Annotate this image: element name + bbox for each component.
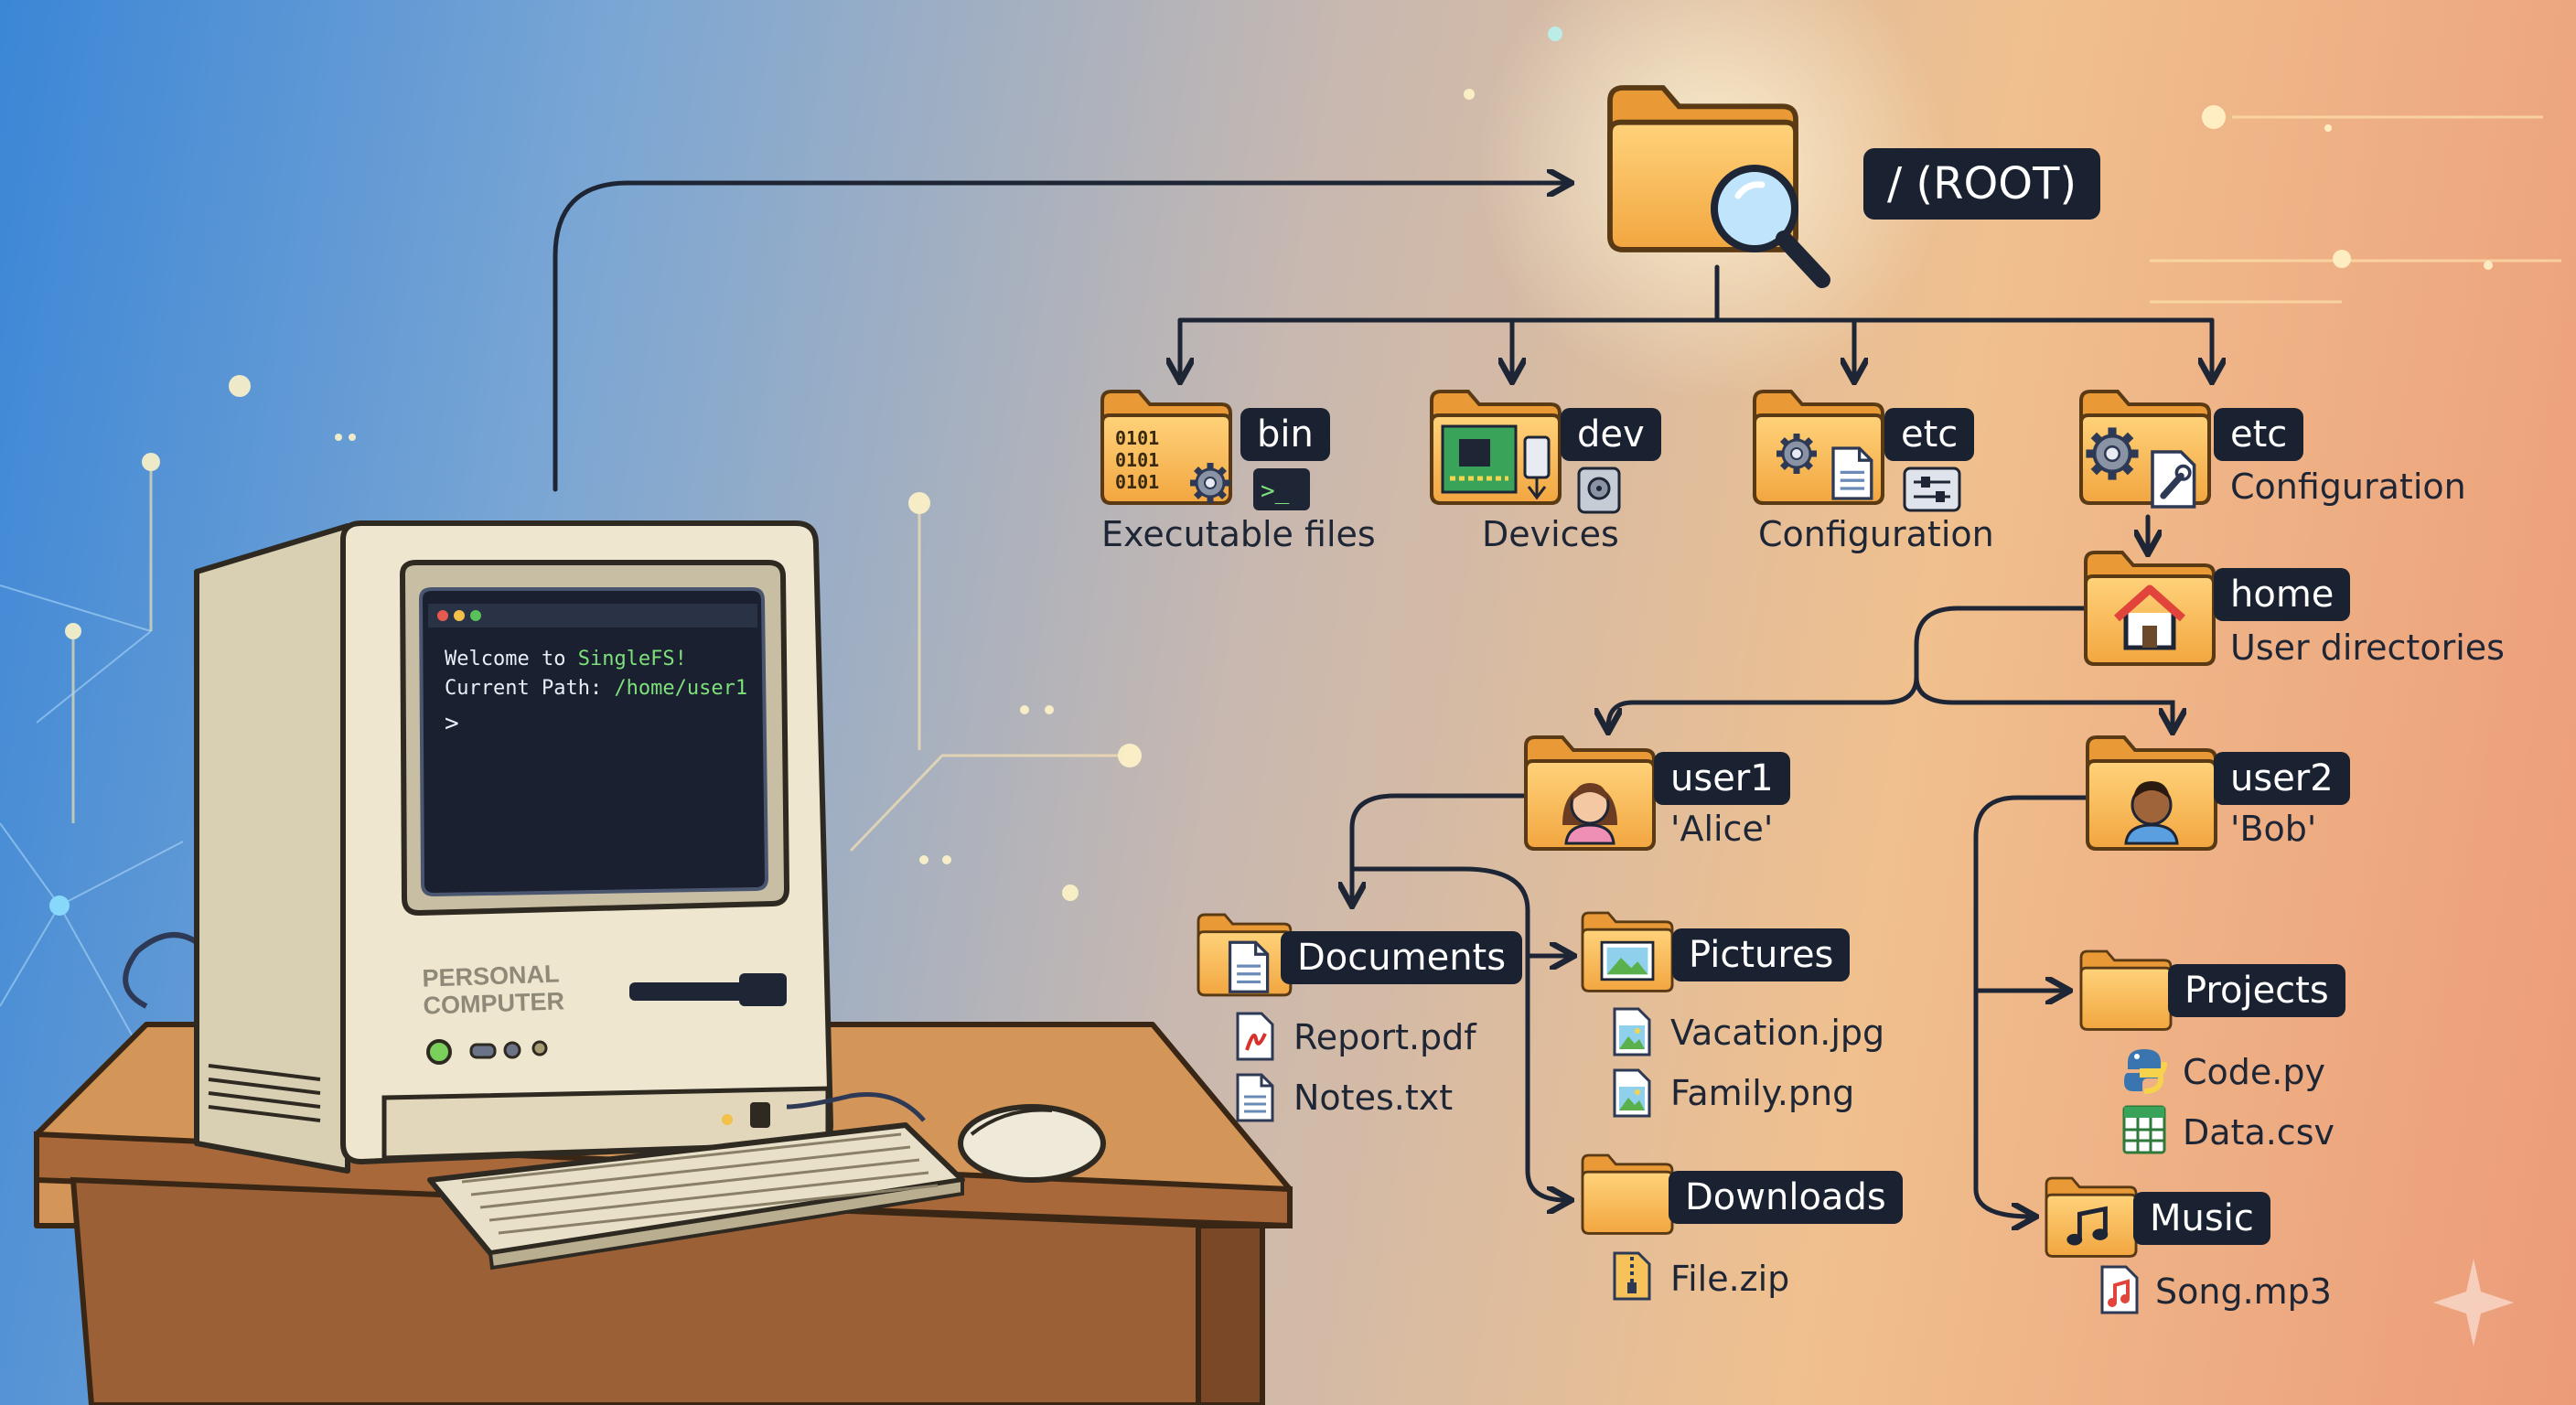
user2-label[interactable]: user2 (2214, 752, 2350, 805)
bin-folder-icon[interactable]: 0101 0101 0101 (1100, 390, 1230, 503)
pictures-folder-icon[interactable] (1581, 911, 1674, 992)
downloads-label[interactable]: Downloads (1669, 1171, 1903, 1224)
home-description: User directories (2230, 627, 2505, 668)
dev-label[interactable]: dev (1561, 408, 1661, 461)
documents-label[interactable]: Documents (1281, 931, 1523, 984)
etc-folder-icon[interactable] (2079, 390, 2211, 509)
file-zip-file[interactable]: File.zip (1670, 1259, 1790, 1299)
etc-label-2[interactable]: etc (2214, 408, 2304, 461)
home-folder-icon[interactable] (2084, 551, 2216, 666)
user1-description: 'Alice' (1670, 809, 1774, 849)
tree-connectors (553, 183, 2212, 1217)
bin-description: Executable files (1101, 514, 1376, 554)
hard-drive-icon (1577, 467, 1621, 514)
family-png-file[interactable]: Family.png (1670, 1073, 1855, 1113)
etc-folder-icon[interactable] (1753, 390, 1884, 505)
terminal-prompt[interactable]: > (445, 710, 459, 737)
zip-file-icon (1613, 1251, 1651, 1301)
etc-label[interactable]: etc (1884, 408, 1975, 461)
code-py-file[interactable]: Code.py (2183, 1052, 2325, 1092)
user2-folder-icon[interactable] (2086, 735, 2217, 851)
sparkle-icon (2433, 1259, 2514, 1346)
user1-folder-icon[interactable] (1524, 735, 1656, 851)
bin-label[interactable]: bin (1240, 408, 1330, 461)
etc-description: Configuration (1758, 514, 1994, 554)
mouse[interactable] (958, 1104, 1106, 1183)
data-csv-file[interactable]: Data.csv (2183, 1112, 2334, 1153)
terminal-screen[interactable] (418, 587, 769, 897)
projects-label[interactable]: Projects (2168, 964, 2345, 1017)
svg-text:>_: >_ (1261, 477, 1290, 505)
root-folder-icon[interactable] (1610, 88, 1830, 288)
computer-brand-label: PERSONAL COMPUTER (422, 960, 565, 1020)
mouse-cable (786, 1092, 926, 1122)
keyboard[interactable] (427, 1122, 965, 1271)
notes-txt-file[interactable]: Notes.txt (1293, 1078, 1454, 1118)
vacation-jpg-file[interactable]: Vacation.jpg (1670, 1013, 1885, 1053)
text-file-icon (1236, 1073, 1274, 1122)
pictures-label[interactable]: Pictures (1672, 928, 1851, 981)
svg-text:0101: 0101 (1115, 427, 1159, 449)
home-label[interactable]: home (2214, 568, 2351, 621)
svg-text:0101: 0101 (1115, 449, 1159, 471)
image-file-icon (1613, 1068, 1651, 1118)
terminal-icon: >_ (1253, 468, 1310, 510)
user2-description: 'Bob' (2230, 809, 2317, 849)
dev-folder-icon[interactable] (1430, 390, 1562, 505)
music-folder-icon[interactable] (2045, 1176, 2138, 1258)
documents-folder-icon[interactable] (1197, 913, 1293, 997)
terminal-welcome-line: Welcome to SingleFS! (445, 648, 687, 670)
projects-folder-icon[interactable] (2079, 949, 2173, 1031)
image-file-icon (1613, 1007, 1651, 1056)
song-mp3-file[interactable]: Song.mp3 (2155, 1271, 2332, 1312)
music-label[interactable]: Music (2133, 1192, 2270, 1245)
user1-label[interactable]: user1 (1654, 752, 1790, 805)
terminal-path-line: Current Path: /home/user1 (445, 677, 748, 700)
dev-description: Devices (1482, 514, 1619, 554)
etc-description-2: Configuration (2230, 467, 2466, 507)
spreadsheet-file-icon (2122, 1105, 2166, 1154)
report-pdf-file[interactable]: Report.pdf (1293, 1017, 1476, 1057)
downloads-folder-icon[interactable] (1581, 1153, 1674, 1235)
svg-text:0101: 0101 (1115, 471, 1159, 493)
settings-sliders-icon (1903, 467, 1961, 512)
python-file-icon (2124, 1049, 2167, 1094)
pdf-file-icon (1236, 1012, 1274, 1061)
computer[interactable] (123, 520, 833, 1174)
audio-file-icon (2100, 1265, 2139, 1314)
root-label[interactable]: / (ROOT) (1863, 148, 2101, 220)
